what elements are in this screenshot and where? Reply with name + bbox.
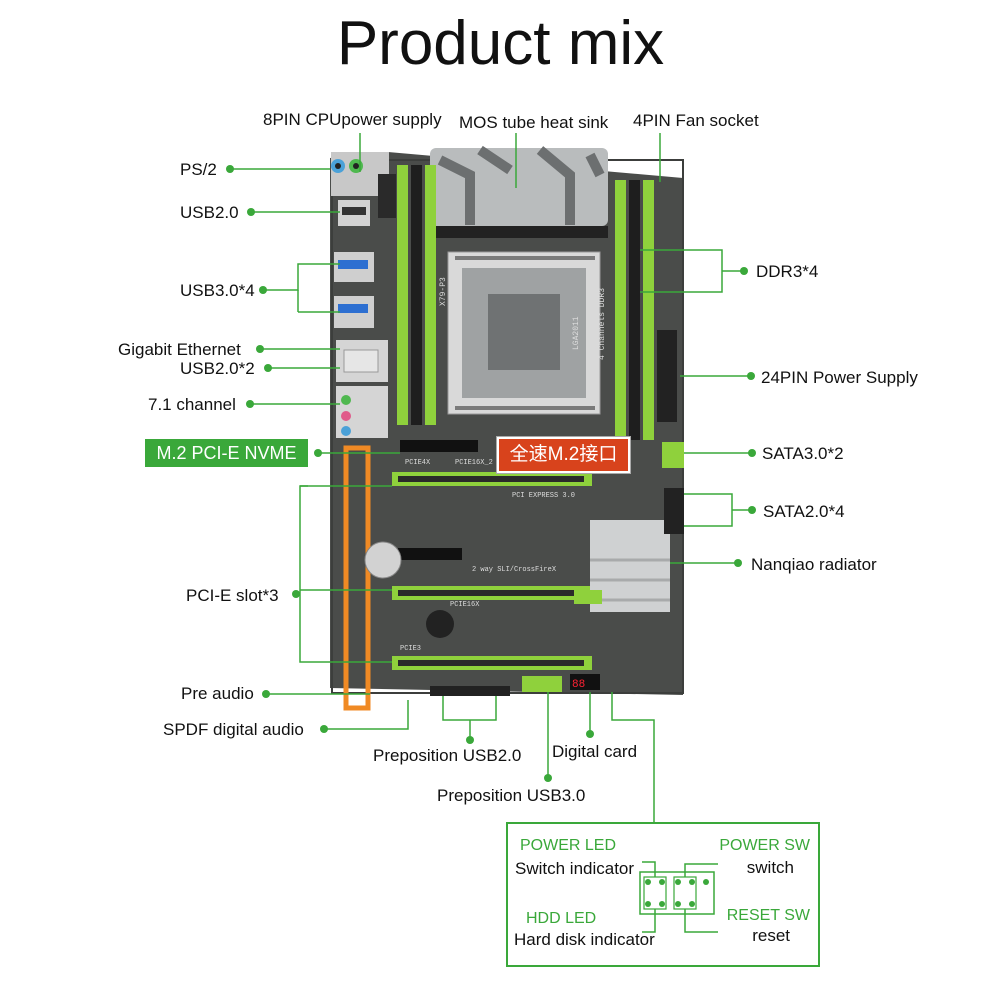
- label-ddr3: DDR3*4: [756, 262, 819, 281]
- front-panel-header-box: POWER LED Switch indicator HDD LED Hard …: [506, 822, 820, 967]
- label-sata2: SATA2.0*4: [763, 502, 845, 521]
- label-fan-socket: 4PIN Fan socket: [633, 111, 759, 130]
- silk-channels: 4 Channels DDR3: [598, 288, 607, 360]
- svg-text:88: 88: [572, 679, 585, 691]
- usb20-headers: [430, 686, 510, 696]
- sata2-ports: [664, 488, 684, 534]
- label-nanqiao-radiator: Nanqiao radiator: [751, 555, 877, 574]
- hard-disk-indicator-label: Hard disk indicator: [514, 930, 655, 949]
- silk-sli: 2 way SLI/CrossFireX: [472, 566, 557, 574]
- label-digital-card: Digital card: [552, 742, 638, 761]
- leader-dots: [226, 165, 756, 782]
- hdd-led-label: HDD LED: [526, 910, 597, 927]
- pcie4x-slot: [400, 440, 478, 452]
- label-usb20x2: USB2.0*2: [180, 359, 255, 378]
- power-led-label: POWER LED: [520, 837, 617, 854]
- label-pre-audio: Pre audio: [181, 684, 254, 703]
- silk-slot2: PCIE16X: [450, 601, 480, 609]
- silk-slot3: PCIE3: [400, 645, 421, 653]
- mos-heatsink: [430, 148, 608, 226]
- label-gigabit-ethernet: Gigabit Ethernet: [118, 340, 241, 359]
- label-cpu-power: 8PIN CPUpower supply: [263, 110, 442, 129]
- silk-pcie4x: PCIE4X: [405, 459, 431, 467]
- label-pre-usb30: Preposition USB3.0: [437, 786, 586, 805]
- cpu-8pin-connector: [378, 174, 396, 218]
- cmos-battery: [364, 541, 402, 579]
- m2-cable: [343, 445, 371, 711]
- label-usb20: USB2.0: [180, 203, 239, 222]
- dimm-slots-right: [615, 180, 654, 440]
- leader-lines: [230, 133, 752, 822]
- label-ps2: PS/2: [180, 160, 217, 179]
- label-sata3: SATA3.0*2: [762, 444, 844, 463]
- debug-led-display: [570, 674, 600, 690]
- silk-socket: LGA2011: [572, 316, 581, 350]
- label-m2-nvme: M.2 PCI-E NVME: [145, 439, 308, 467]
- silk-slot1: PCIE16X_2: [455, 459, 493, 467]
- page-title: Product mix: [336, 9, 665, 78]
- label-24pin-power: 24PIN Power Supply: [761, 368, 918, 387]
- reset-sw-label: RESET SW: [726, 907, 810, 924]
- capacitor: [426, 610, 454, 638]
- southbridge-heatsink: [590, 520, 670, 612]
- label-pre-usb20: Preposition USB2.0: [373, 746, 522, 765]
- switch-indicator-label: Switch indicator: [515, 859, 635, 878]
- reset-label: reset: [752, 926, 790, 945]
- label-71-channel: 7.1 channel: [148, 395, 236, 414]
- power-sw-label: POWER SW: [719, 837, 810, 854]
- atx-24pin-connector: [657, 330, 677, 422]
- switch-label: switch: [746, 858, 794, 877]
- label-m2-fullspeed: 全速M.2接口: [497, 437, 630, 473]
- silk-express: PCI EXPRESS 3.0: [512, 492, 575, 500]
- dimm-slots-left: [397, 165, 436, 425]
- label-mos-heatsink: MOS tube heat sink: [459, 113, 609, 132]
- silk-model: X79-P3: [439, 277, 448, 306]
- pin-header-diagram: [639, 861, 718, 933]
- label-pcie-slots: PCI-E slot*3: [186, 586, 279, 605]
- label-usb30: USB3.0*4: [180, 281, 255, 300]
- sata3-ports: [662, 442, 684, 468]
- label-spdf-audio: SPDF digital audio: [163, 720, 304, 739]
- usb30-header: [522, 676, 562, 692]
